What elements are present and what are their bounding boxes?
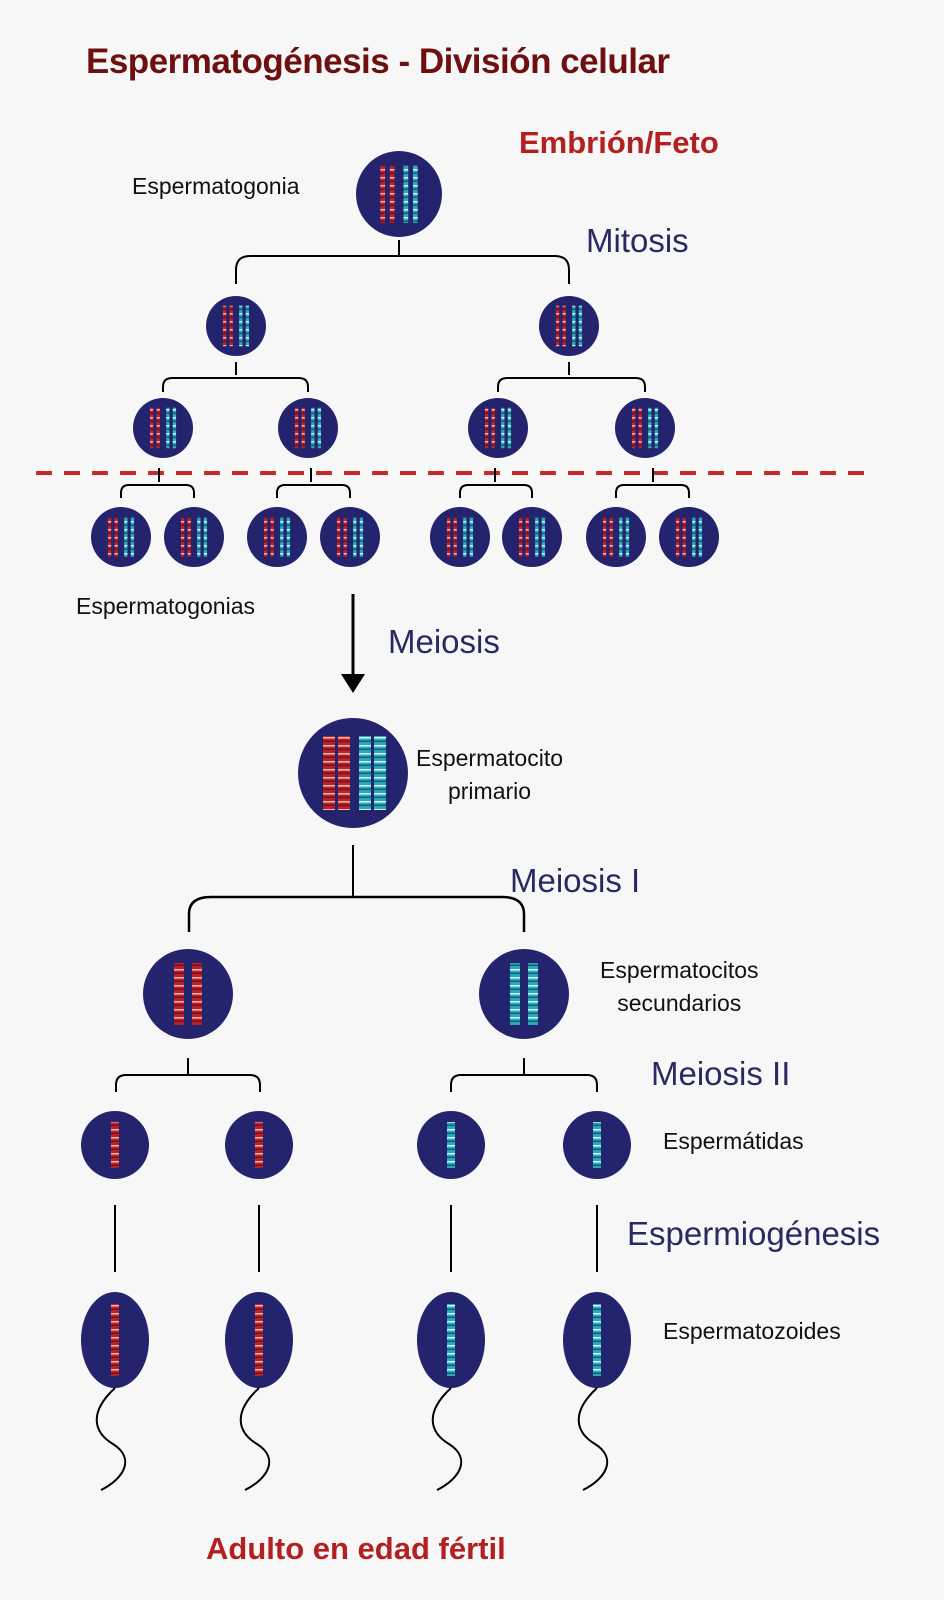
chromosome-cyan [239,305,250,347]
chromosome-cyan [593,1122,601,1168]
mitosis-cell-gen1-1 [206,296,266,356]
spermatogonia-cell-2 [164,507,224,567]
spermatogonia-cell-7 [586,507,646,567]
chromosome-red [107,516,118,558]
spermatozoon-head-1 [81,1292,149,1388]
secondary-spermatocyte-cyan [479,949,569,1039]
phase-embryo-fetus: Embrión/Feto [519,125,719,160]
chromosome-cyan [353,516,364,558]
spermatozoon-tail-1 [95,1387,126,1491]
label-primary-line1: Espermatocito [416,745,564,771]
chromosome-red [294,407,305,449]
diagram-title: Espermatogénesis - División celular [86,42,670,81]
chromosome-red [180,516,191,558]
label-spermatogonia: Espermatogonias [76,593,255,619]
phase-meiosis-1: Meiosis I [510,862,641,899]
spermatogonia-cell-4 [320,507,380,567]
chromosome-cyan [280,516,291,558]
chromosome-cyan [501,407,512,449]
chromosome-cyan [535,516,546,558]
phase-meiosis: Meiosis [388,623,500,660]
label-secondary-line1: Espermatocitos [600,957,759,983]
mitosis-brackets [120,240,690,498]
label-secondary-spermatocytes: Espermatocitos secundarios [600,954,759,1020]
meiosis-brackets [114,845,598,1272]
chromosome-red [555,305,566,347]
chromosome-cyan [593,1304,601,1376]
spermatozoon-head-4 [563,1292,631,1388]
chromosome-red [222,305,233,347]
chromosome-red [336,516,347,558]
chromosome-red [255,1304,263,1376]
chromosome-red [263,516,274,558]
phase-mitosis: Mitosis [586,222,689,259]
phase-adult: Adulto en edad fértil [206,1531,506,1566]
spermatogonia-cell-1 [91,507,151,567]
chromosome-red [675,516,686,558]
chromosome-red [149,407,160,449]
chromosome-red [111,1304,119,1376]
spermatozoon-tail-2 [239,1387,270,1491]
label-spermatozoa: Espermatozoides [663,1318,841,1344]
spermatozoon-head-2 [225,1292,293,1388]
label-primary-line2: primario [447,778,532,804]
mitosis-cell-gen2-3 [468,398,528,458]
spermatid-cell-1 [81,1111,149,1179]
chromosome-cyan [197,516,208,558]
chromosome-red [380,164,395,224]
spermatogonia-cell-3 [247,507,307,567]
chromosome-cyan [403,164,418,224]
mitosis-cell-gen2-2 [278,398,338,458]
spermatid-cell-4 [563,1111,631,1179]
label-secondary-line2: secundarios [617,990,742,1016]
chromosome-red [631,407,642,449]
cells [81,151,719,1491]
label-primary-spermatocyte: Espermatocito primario [416,742,563,808]
chromosome-cyan [692,516,703,558]
meiosis-arrow [341,594,365,693]
spermatogonia-cell-8 [659,507,719,567]
chromosome-red [111,1122,119,1168]
chromosome-cyan [166,407,177,449]
chromosome-cyan [572,305,583,347]
chromosome-red [323,736,350,810]
chromosome-red [174,963,202,1025]
spermatozoon-tail-3 [431,1387,462,1491]
chromosome-red [602,516,613,558]
spermatogonia-cell-6 [502,507,562,567]
mitosis-cell-gen1-2 [539,296,599,356]
spermatozoon-head-3 [417,1292,485,1388]
spermatogonium-cell [356,151,442,237]
chromosome-cyan [463,516,474,558]
spermatid-cell-3 [417,1111,485,1179]
chromosome-red [518,516,529,558]
chromosome-cyan [648,407,659,449]
chromosome-cyan [124,516,135,558]
secondary-spermatocyte-red [143,949,233,1039]
mitosis-cell-gen2-1 [133,398,193,458]
label-spermatogonium: Espermatogonia [132,173,300,199]
spermatogonia-cell-5 [430,507,490,567]
mitosis-cell-gen2-4 [615,398,675,458]
chromosome-cyan [447,1122,455,1168]
chromosome-red [255,1122,263,1168]
spermatid-cell-2 [225,1111,293,1179]
chromosome-cyan [311,407,322,449]
phase-spermiogenesis: Espermiogénesis [627,1215,881,1252]
chromosome-cyan [447,1304,455,1376]
primary-spermatocyte-cell [298,718,408,828]
chromosome-cyan [510,963,538,1025]
chromosome-cyan [359,736,386,810]
chromosome-red [484,407,495,449]
phase-meiosis-2: Meiosis II [651,1055,791,1092]
label-spermatids: Espermátidas [663,1128,804,1154]
chromosome-red [446,516,457,558]
spermatozoon-tail-4 [577,1387,608,1491]
chromosome-cyan [619,516,630,558]
